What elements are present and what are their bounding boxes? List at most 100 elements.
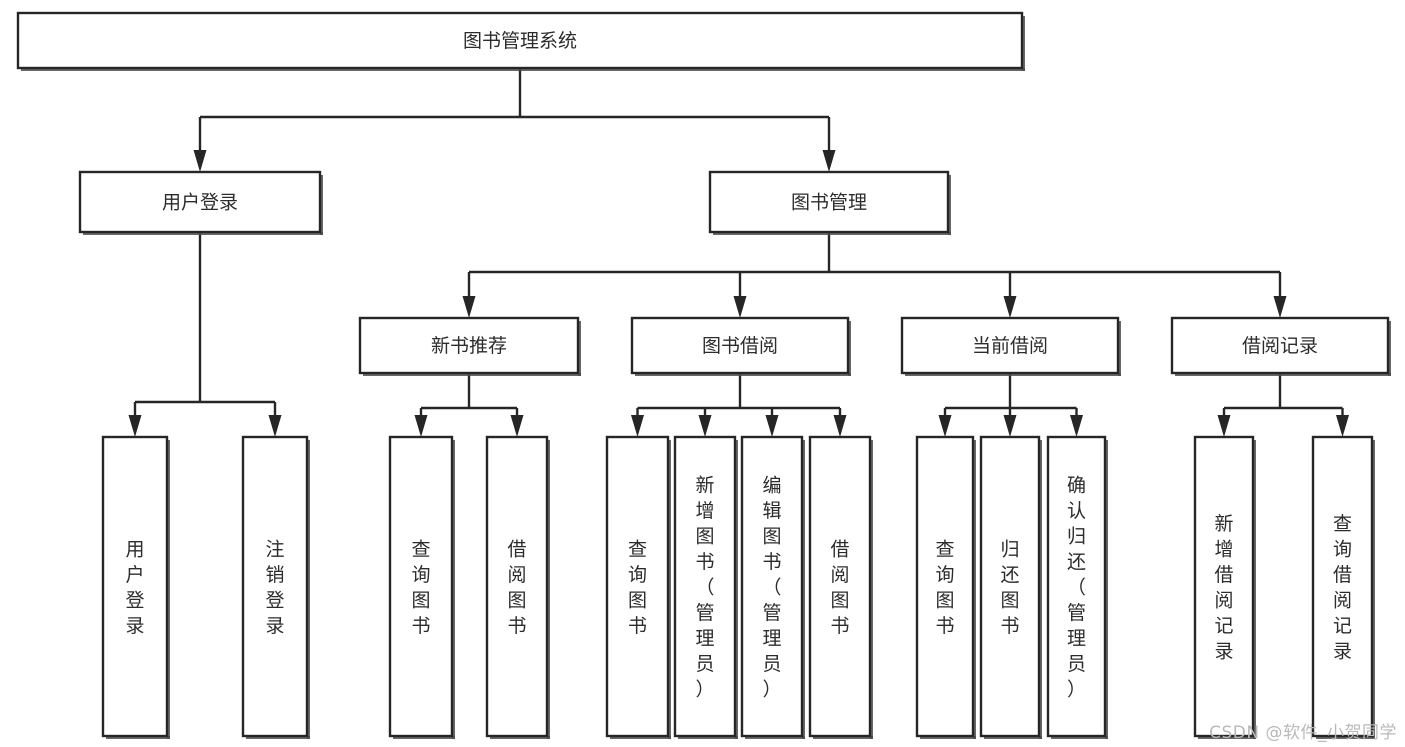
- node-shadow: [547, 440, 550, 739]
- node-book-borrow[interactable]: 图书借阅: [630, 316, 851, 376]
- node-leaf-borrow-book-rec[interactable]: 借阅图书: [485, 435, 550, 739]
- node-root[interactable]: 图书管理系统: [16, 11, 1025, 71]
- node-box[interactable]: [630, 316, 850, 375]
- node-leaf-confirm-return[interactable]: 确认归还（管理员）: [1046, 435, 1108, 739]
- node-leaf-edit-book[interactable]: 编辑图书（管理员）: [740, 435, 805, 739]
- node-box[interactable]: [1311, 435, 1374, 738]
- node-book-manage[interactable]: 图书管理: [708, 170, 951, 235]
- node-box[interactable]: [388, 435, 454, 738]
- node-label: 用户登录: [125, 538, 144, 637]
- node-shadow: [905, 373, 1121, 376]
- node-box[interactable]: [605, 435, 670, 738]
- node-shadow: [678, 736, 738, 739]
- node-box[interactable]: [485, 435, 549, 738]
- node-box[interactable]: [979, 435, 1041, 738]
- arrow-head-icon: [631, 415, 644, 437]
- node-label: 确认归还（管理员）: [1067, 475, 1086, 701]
- arrow-head-icon: [1336, 415, 1349, 437]
- node-shadow: [167, 440, 170, 739]
- arrow-head-icon: [1003, 296, 1017, 318]
- node-leaf-query-book-cb[interactable]: 查询图书: [915, 435, 976, 739]
- node-box[interactable]: [1193, 435, 1255, 738]
- node-shadow: [578, 321, 581, 376]
- node-shadow: [735, 440, 738, 739]
- node-current-borrow[interactable]: 当前借阅: [900, 316, 1121, 376]
- arrow-head-icon: [938, 415, 952, 437]
- node-label: 当前借阅: [972, 335, 1048, 357]
- arrow-head-icon: [1273, 296, 1287, 318]
- node-shadow: [21, 68, 1025, 71]
- node-box[interactable]: [1046, 435, 1107, 738]
- node-shadow: [1039, 440, 1042, 739]
- node-box[interactable]: [241, 435, 309, 738]
- node-label: 图书借阅: [702, 335, 778, 357]
- node-shadow: [83, 232, 323, 235]
- node-shadow: [802, 440, 805, 739]
- node-label: 查询借阅记录: [1333, 513, 1352, 663]
- node-shadow: [1198, 736, 1256, 739]
- node-box[interactable]: [740, 435, 804, 738]
- arrow-head-icon: [462, 296, 476, 318]
- node-shadow: [1105, 440, 1108, 739]
- node-box[interactable]: [16, 11, 1024, 70]
- node-label: 编辑图书（管理员）: [762, 475, 781, 701]
- arrow-head-icon: [733, 296, 747, 318]
- node-label: 查询图书: [628, 538, 647, 637]
- node-box[interactable]: [900, 316, 1120, 375]
- node-leaf-query-book-br[interactable]: 查询图书: [605, 435, 671, 739]
- node-shadow: [1118, 321, 1121, 376]
- node-label: 查询图书: [411, 538, 430, 637]
- node-shadow: [452, 440, 455, 739]
- node-shadow: [320, 175, 323, 235]
- node-box[interactable]: [78, 170, 322, 234]
- node-label: 借阅图书: [507, 538, 526, 637]
- arrow-head-icon: [765, 415, 779, 437]
- node-shadow: [870, 440, 873, 739]
- node-shadow: [668, 440, 671, 739]
- node-label: 新增图书（管理员）: [695, 475, 714, 701]
- arrow-head-icon: [698, 415, 712, 437]
- node-shadow: [1388, 321, 1391, 376]
- node-box[interactable]: [1170, 316, 1390, 375]
- node-shadow: [973, 440, 976, 739]
- node-box[interactable]: [915, 435, 975, 738]
- node-label: 归还图书: [1000, 538, 1019, 637]
- node-user-login[interactable]: 用户登录: [78, 170, 323, 235]
- node-label: 借阅图书: [830, 538, 849, 637]
- node-box[interactable]: [708, 170, 950, 234]
- node-leaf-add-record[interactable]: 新增借阅记录: [1193, 435, 1256, 739]
- arrow-head-icon: [1217, 415, 1231, 437]
- node-label: 用户登录: [162, 192, 238, 214]
- node-shadow: [106, 736, 170, 739]
- node-label: 查询图书: [935, 538, 954, 637]
- node-leaf-query-record[interactable]: 查询借阅记录: [1311, 435, 1375, 739]
- node-shadow: [1253, 440, 1256, 739]
- arrow-head-icon: [1003, 415, 1017, 437]
- node-shadow: [393, 736, 455, 739]
- node-label: 注销登录: [265, 538, 284, 637]
- node-box[interactable]: [358, 316, 580, 375]
- node-new-book-rec[interactable]: 新书推荐: [358, 316, 581, 376]
- node-borrow-record[interactable]: 借阅记录: [1170, 316, 1391, 376]
- node-box[interactable]: [101, 435, 169, 738]
- arrow-head-icon: [1070, 415, 1083, 437]
- node-label: 图书管理系统: [463, 30, 577, 52]
- node-shadow: [948, 175, 951, 235]
- node-leaf-user-login[interactable]: 用户登录: [101, 435, 170, 739]
- node-leaf-add-book[interactable]: 新增图书（管理员）: [673, 435, 738, 739]
- node-box[interactable]: [808, 435, 872, 738]
- node-shadow: [984, 736, 1042, 739]
- node-shadow: [490, 736, 550, 739]
- node-shadow: [363, 373, 581, 376]
- node-leaf-borrow-book-br[interactable]: 借阅图书: [808, 435, 873, 739]
- node-shadow: [813, 736, 873, 739]
- node-leaf-user-logout[interactable]: 注销登录: [241, 435, 310, 739]
- node-shadow: [848, 321, 851, 376]
- node-box[interactable]: [673, 435, 737, 738]
- node-leaf-return-book[interactable]: 归还图书: [979, 435, 1042, 739]
- node-leaf-query-book-rec[interactable]: 查询图书: [388, 435, 455, 739]
- arrow-head-icon: [193, 150, 207, 172]
- node-shadow: [1022, 16, 1025, 71]
